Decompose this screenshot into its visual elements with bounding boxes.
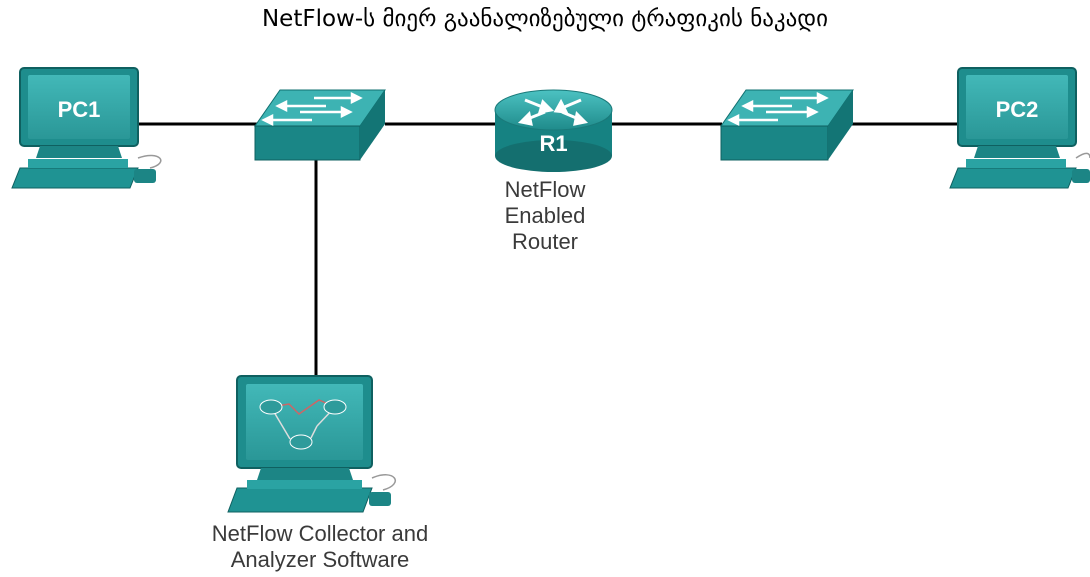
router: R1 [494, 89, 613, 172]
switch-icon [720, 89, 854, 161]
diagram-title: NetFlow-ს მიერ გაანალიზებული ტრაფიკის ნა… [261, 6, 829, 32]
collector-pc [227, 375, 396, 513]
links [138, 122, 962, 378]
router-caption: NetFlow Enabled Router [460, 177, 630, 255]
router-caption-line: NetFlow [504, 177, 586, 202]
pc2: PC2 [949, 67, 1090, 189]
pc-icon [11, 67, 162, 189]
pc2-label: PC2 [996, 97, 1039, 122]
switch1 [254, 89, 386, 161]
pc1: PC1 [11, 67, 162, 189]
switch2 [720, 89, 854, 161]
router-label: R1 [539, 131, 567, 156]
pc-icon [949, 67, 1090, 189]
pc1-label: PC1 [58, 97, 101, 122]
collector-caption-line: Analyzer Software [230, 547, 410, 572]
collector-caption-line: NetFlow Collector and [211, 521, 429, 546]
collector-caption: NetFlow Collector and Analyzer Software [150, 521, 490, 573]
switch-icon [254, 89, 386, 161]
router-caption-line: Router [511, 229, 579, 254]
router-caption-line: Enabled [504, 203, 586, 228]
pc-icon [227, 375, 396, 513]
topology-screen-icon [259, 399, 347, 450]
router-icon [494, 89, 613, 172]
